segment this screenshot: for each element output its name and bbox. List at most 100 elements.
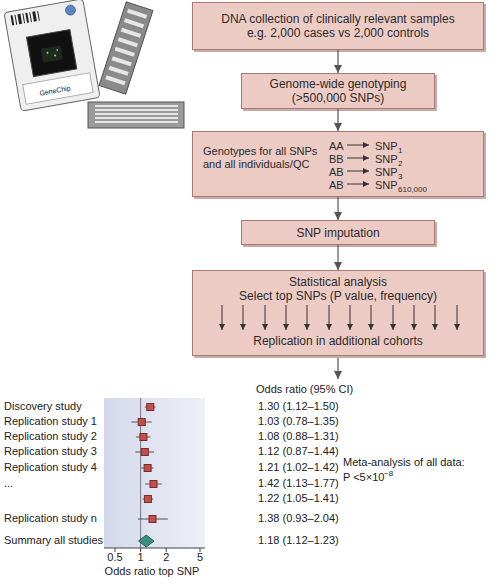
estimate-marker xyxy=(138,419,145,426)
flow-arrow xyxy=(337,50,338,73)
study-name: Discovery study xyxy=(4,400,82,413)
box-caption: Genotypes for all SNPs and all individua… xyxy=(203,145,331,171)
microarray-slide xyxy=(99,2,153,94)
beadchip-stripe xyxy=(95,121,178,122)
barcode-bar xyxy=(11,15,15,25)
odds-ratio-value: 1.22 (1.05–1.41) xyxy=(258,492,339,505)
snp-index: 1 xyxy=(398,144,402,157)
plot-panel xyxy=(104,398,205,548)
slide-array xyxy=(108,66,128,76)
odds-ratio-value: 1.03 (0.78–1.35) xyxy=(258,415,339,428)
estimate-marker xyxy=(144,496,151,503)
replication-arrow xyxy=(435,305,436,330)
genotype-arrow xyxy=(347,184,369,185)
replication-arrow xyxy=(222,305,223,330)
flow-arrow xyxy=(337,245,338,270)
logo-mark xyxy=(65,4,77,16)
estimate-marker xyxy=(140,434,147,441)
genotype-label: BB xyxy=(329,153,344,166)
cartridge-tag xyxy=(23,73,93,105)
estimate-marker xyxy=(147,404,154,411)
estimate-marker xyxy=(149,516,156,523)
forest-plot xyxy=(104,398,205,552)
slide-body xyxy=(99,2,153,94)
odds-ratio-value: 1.21 (1.02–1.42) xyxy=(258,461,339,474)
genotype-label: AB xyxy=(329,166,344,179)
replication-arrow xyxy=(457,305,458,330)
slide-array xyxy=(115,47,135,57)
snp-label: SNP xyxy=(375,140,398,153)
box-text: DNA collection of clinically relevant sa… xyxy=(213,12,463,40)
snp-index: 2 xyxy=(398,157,402,170)
beadchip-stripe xyxy=(95,113,178,114)
array-scan xyxy=(41,45,63,62)
result-arrow xyxy=(337,358,338,379)
replication-arrow xyxy=(307,305,308,330)
genechip-cartridge xyxy=(4,0,100,111)
barcode-bar xyxy=(32,11,37,21)
genotype-label: AB xyxy=(329,179,344,192)
process-box: Genotypes for all SNPs and all individua… xyxy=(192,131,484,197)
beadchip-stripe xyxy=(95,105,178,106)
process-box: DNA collection of clinically relevant sa… xyxy=(192,2,484,50)
replication-arrow xyxy=(286,305,287,330)
odds-ratio-value: 1.12 (0.87–1.44) xyxy=(258,445,339,458)
box-text: Genome-wide genotyping (>500,000 SNPs) xyxy=(250,77,426,105)
odds-ratio-value: 1.18 (1.12–1.23) xyxy=(258,534,339,547)
process-box: Genome-wide genotyping (>500,000 SNPs) xyxy=(241,73,435,109)
snp-label: SNP xyxy=(375,179,398,192)
replication-arrow xyxy=(350,305,351,330)
box-text: Replication in additional cohorts xyxy=(193,335,483,348)
box-text: SNP imputation xyxy=(296,226,379,240)
study-name: Replication study 3 xyxy=(4,445,97,458)
snp-label: SNP xyxy=(375,166,398,179)
barcode-bar xyxy=(37,11,40,21)
genotype-arrow xyxy=(347,171,369,172)
replication-arrow xyxy=(243,305,244,330)
array-window xyxy=(27,30,77,77)
study-name: Summary all studies xyxy=(4,534,103,547)
p-value: P <5×10 xyxy=(343,471,384,484)
study-name: Replication study 4 xyxy=(4,461,97,474)
replication-arrow xyxy=(393,305,394,330)
slide-array xyxy=(124,18,144,28)
barcode-bar xyxy=(29,12,32,22)
summary-diamond xyxy=(139,535,155,547)
meta-analysis-note: Meta-analysis of all data: xyxy=(343,456,465,469)
study-name: ... xyxy=(4,477,13,490)
estimate-marker xyxy=(144,465,151,472)
axis-title: Odds ratio top SNP xyxy=(105,565,200,578)
process-box: SNP imputation xyxy=(241,220,435,245)
study-name: Replication study 1 xyxy=(4,415,97,428)
column-heading: Odds ratio (95% CI) xyxy=(256,383,353,396)
array-spot xyxy=(56,49,58,51)
axis-tick-label: 2 xyxy=(163,551,169,564)
replication-arrow xyxy=(265,305,266,330)
slide-array xyxy=(127,9,147,19)
box-text: Select top SNPs (P value, frequency) xyxy=(193,290,483,303)
cartridge-body xyxy=(4,0,100,111)
replication-arrow xyxy=(329,305,330,330)
estimate-marker xyxy=(150,481,157,488)
genotype-label: AA xyxy=(329,140,344,153)
flow-arrow xyxy=(337,109,338,131)
replication-arrow xyxy=(371,305,372,330)
beadchip-body xyxy=(88,102,184,128)
estimate-marker xyxy=(141,449,148,456)
replication-arrow xyxy=(414,305,415,330)
axis-tick-label: 5 xyxy=(197,551,203,564)
snp-index: 610,000 xyxy=(398,183,427,196)
axis-tick-label: 0.5 xyxy=(107,551,122,564)
study-name: Replication study 2 xyxy=(4,430,97,443)
axis-tick-label: 1 xyxy=(138,551,144,564)
slide-array xyxy=(112,56,132,66)
slide-array xyxy=(105,75,125,85)
beadchip-stripe xyxy=(95,109,178,110)
barcode-bar xyxy=(14,15,17,25)
process-box: Statistical analysisSelect top SNPs (P v… xyxy=(192,270,484,356)
